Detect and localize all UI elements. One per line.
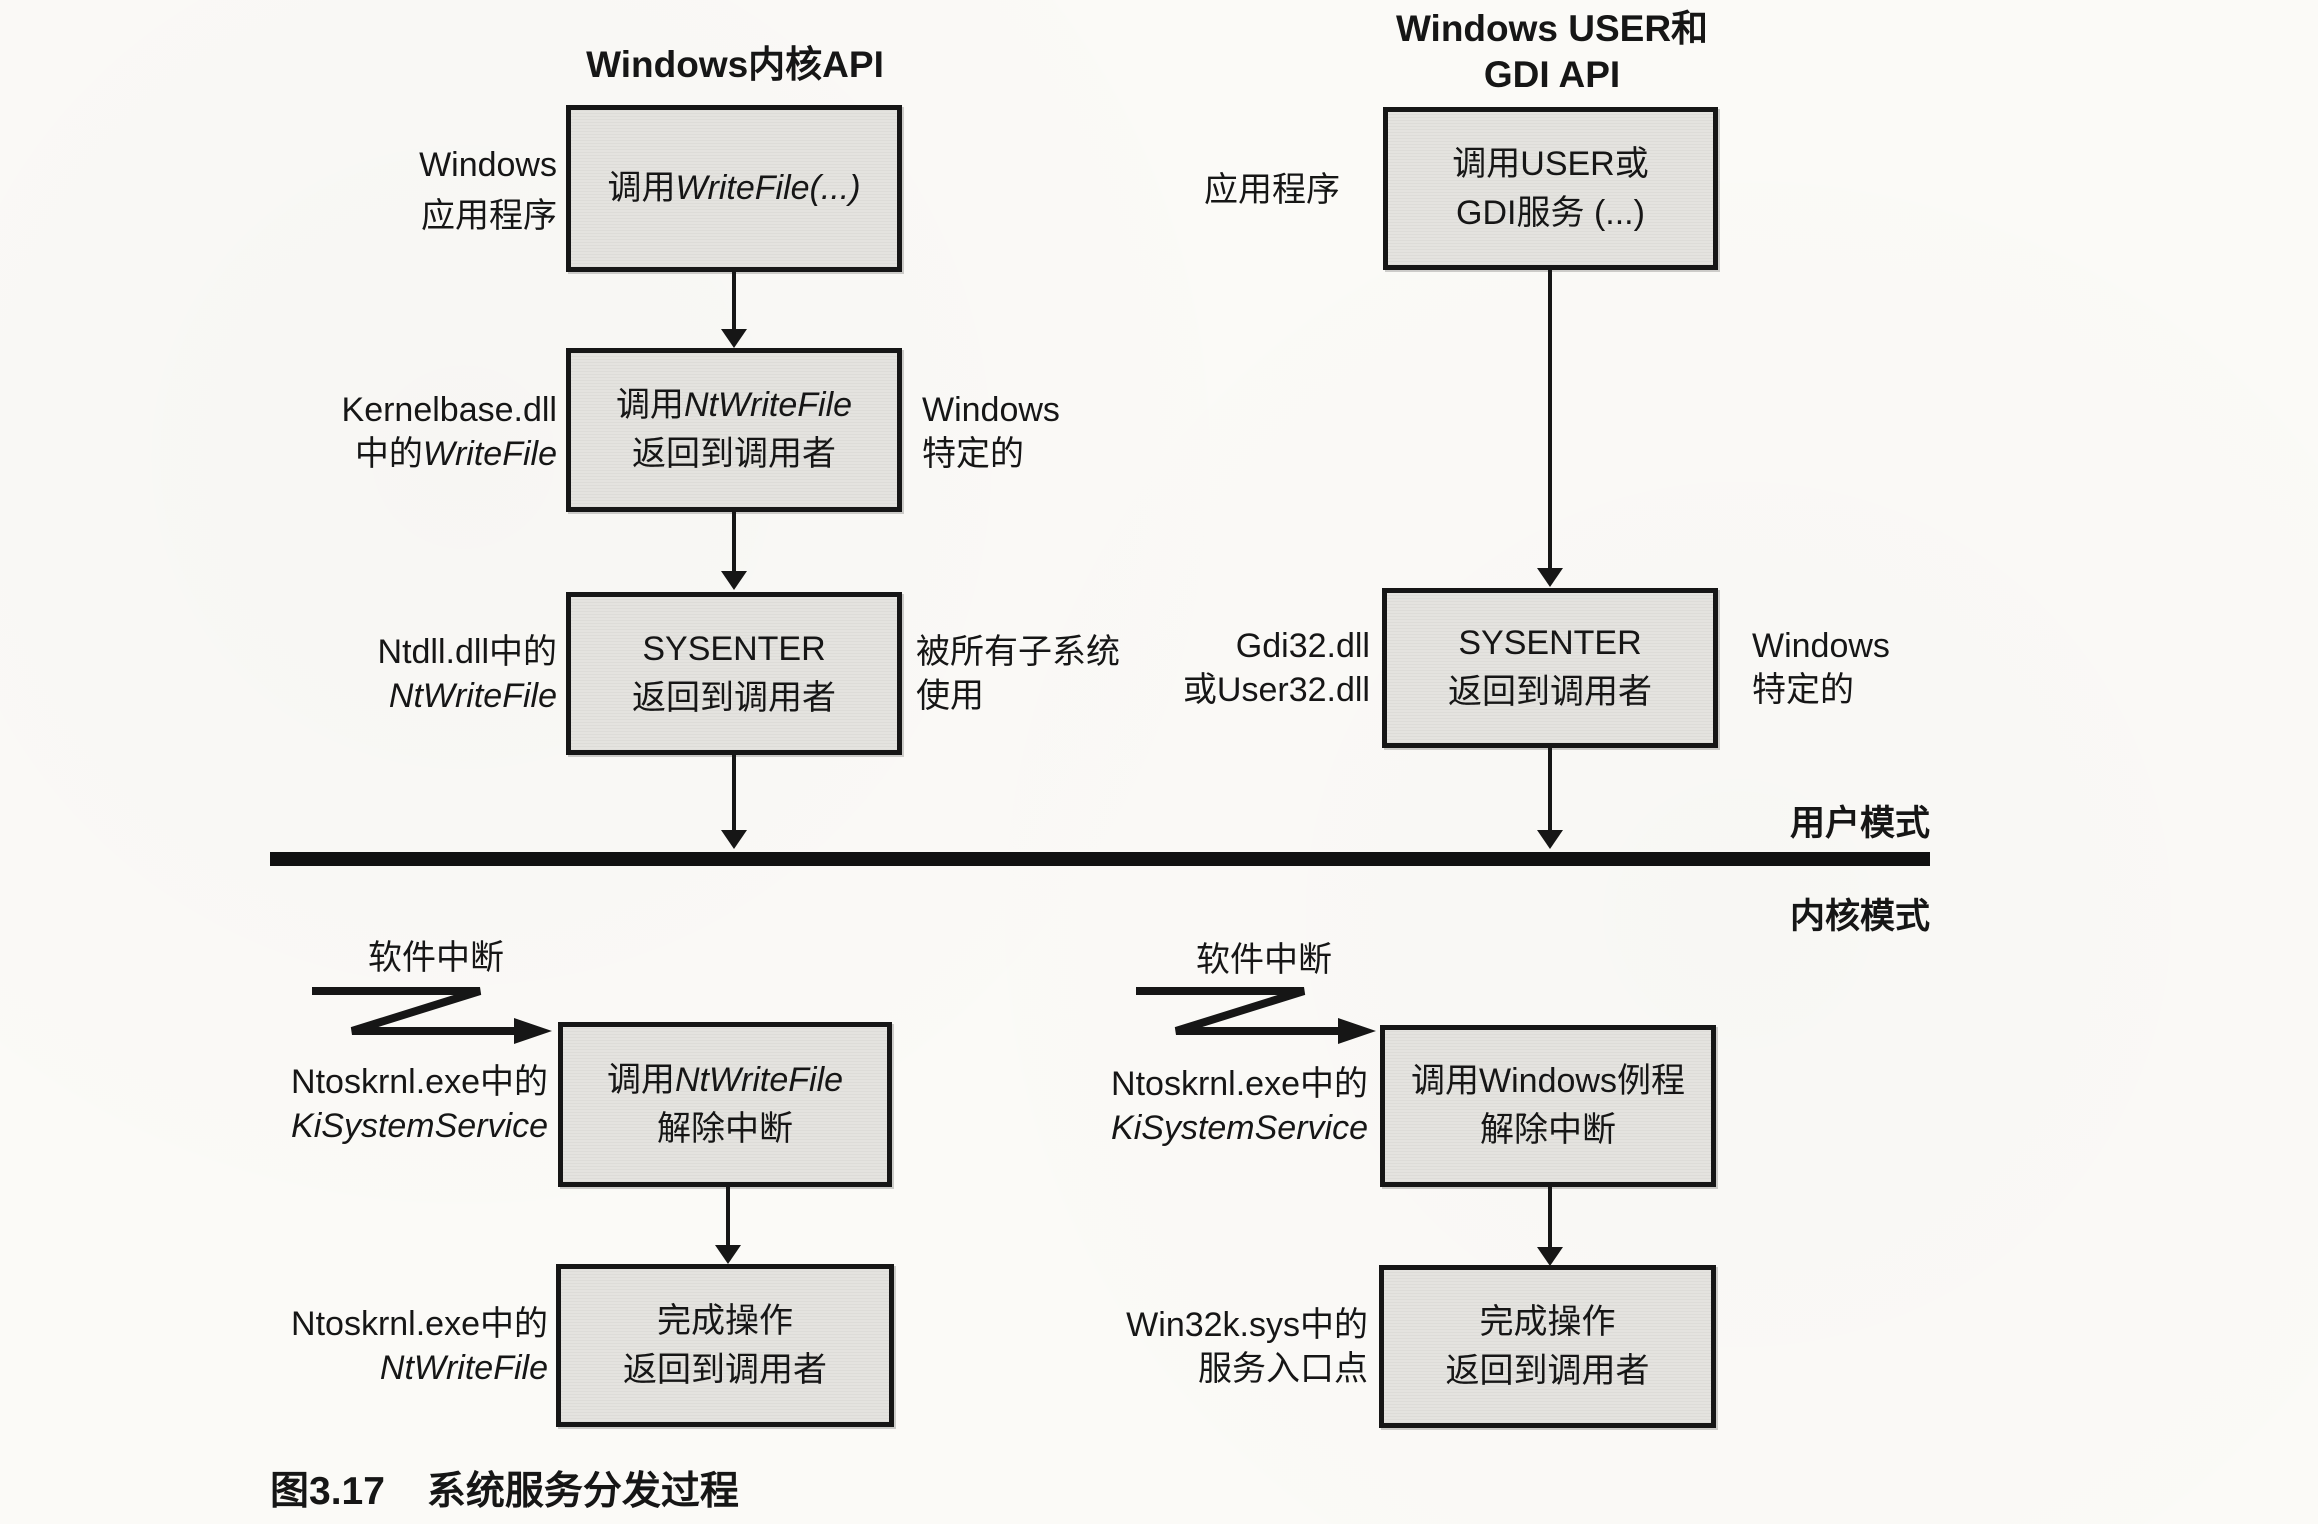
kernelbase-label-prefix: 中的 [354,435,423,473]
left-box-call-writefile-text: 调用WriteFile(...) [607,164,860,213]
kisystemservice-label-left-line2: KiSystemService [291,1107,548,1145]
left-app-label: Windows 应用程序 [419,140,557,242]
kernel-mode-label: 内核模式 [1789,897,1930,936]
left-box-sysenter: SYSENTER 返回到调用者 [566,592,902,755]
right-box-call-user-gdi-line2: GDI服务 (...) [1456,193,1645,232]
gdi32-user32-label-line2: 或User32.dll [1182,671,1370,709]
win32k-label-line1: Win32k.sys中的 [1126,1306,1368,1344]
arrow-right-2 [1548,748,1552,830]
win32k-label: Win32k.sys中的 服务入口点 [1126,1303,1368,1391]
all-subsystems-note-line1: 被所有子系统 [916,633,1120,671]
left-app-label-line2: 应用程序 [421,197,557,235]
right-box-dismiss-interrupt-line1: 调用Windows例程 [1411,1062,1685,1100]
kisystemservice-label-right-line2: KiSystemService [1111,1109,1368,1147]
right-box-sysenter-line2: 返回到调用者 [1448,673,1652,711]
figure-caption: 图3.17 系统服务分发过程 [270,1460,739,1516]
arrow-right-3 [1548,1187,1552,1247]
mode-divider-line [270,852,1930,866]
gdi32-user32-label: Gdi32.dll 或User32.dll [1183,624,1370,712]
windows-specific-note-right-line1: Windows [1752,627,1890,665]
arrow-right-1 [1548,270,1552,568]
left-box-complete-operation: 完成操作 返回到调用者 [556,1264,894,1427]
right-box-complete-operation: 完成操作 返回到调用者 [1379,1265,1716,1428]
call-prefix: 调用 [606,1060,675,1099]
ntoskrnl-ntwritefile-label: Ntoskrnl.exe中的 NtWriteFile [291,1302,548,1390]
arrow-left-2 [732,512,736,571]
ntdll-label: Ntdll.dll中的 NtWriteFile [378,630,557,718]
all-subsystems-note: 被所有子系统 使用 [916,630,1120,718]
kernelbase-label-line2: 中的WriteFile [342,432,557,476]
left-box-dismiss-interrupt: 调用NtWriteFile 解除中断 [558,1022,892,1187]
software-interrupt-label-right: 软件中断 [1196,941,1332,979]
left-box-sysenter-line2: 返回到调用者 [632,678,836,717]
right-box-complete-operation-line2: 返回到调用者 [1445,1351,1650,1390]
ntwritefile-call: NtWriteFile [674,1060,844,1099]
kernelbase-label-writefile: WriteFile [422,435,557,473]
right-box-dismiss-interrupt: 调用Windows例程 解除中断 [1380,1025,1716,1187]
arrow-left-4 [726,1187,730,1245]
software-interrupt-zigzag-left [312,987,552,1044]
left-box-call-writefile: 调用WriteFile(...) [566,105,902,272]
kisystemservice-label-left: Ntoskrnl.exe中的 KiSystemService [291,1060,548,1148]
right-column-title: Windows USER和 GDI API [1252,6,1852,98]
left-box-call-ntwritefile-line1: 调用NtWriteFile [616,381,852,430]
left-box-call-ntwritefile-line2: 返回到调用者 [632,435,836,473]
win32k-label-line2: 服务入口点 [1198,1350,1368,1388]
windows-specific-note-line1: Windows [922,391,1060,429]
figure-caption-number: 图3.17 [270,1470,385,1513]
right-box-dismiss-interrupt-line2: 解除中断 [1480,1111,1616,1149]
kisystemservice-label-left-line1: Ntoskrnl.exe中的 [291,1063,548,1101]
ntoskrnl-ntwritefile-label-line1: Ntoskrnl.exe中的 [291,1305,548,1343]
left-box-complete-operation-line2: 返回到调用者 [623,1350,827,1389]
kisystemservice-label-right-line1: Ntoskrnl.exe中的 [1111,1065,1368,1103]
right-box-call-user-gdi: 调用USER或 GDI服务 (...) [1383,107,1718,270]
kisystemservice-label-right: Ntoskrnl.exe中的 KiSystemService [1111,1062,1368,1150]
kernelbase-label-line1: Kernelbase.dll [341,391,557,429]
ntdll-label-line1: Ntdll.dll中的 [377,633,557,671]
windows-specific-note-right-line2: 特定的 [1752,671,1854,709]
software-interrupt-zigzag-right [1136,987,1376,1044]
left-column-title: Windows内核API [586,44,884,85]
windows-specific-note-right: Windows 特定的 [1752,624,1890,712]
call-prefix: 调用 [615,386,684,424]
right-box-call-user-gdi-line1: 调用USER或 [1452,144,1649,183]
call-prefix: 调用 [607,169,676,207]
arrow-left-3 [732,755,736,830]
right-app-label: 应用程序 [1204,171,1340,209]
left-box-dismiss-interrupt-line2: 解除中断 [657,1109,793,1148]
user-mode-label: 用户模式 [1789,804,1930,843]
windows-specific-note-line2: 特定的 [922,435,1024,473]
right-box-complete-operation-line1: 完成操作 [1479,1302,1616,1341]
left-box-complete-operation-line1: 完成操作 [657,1301,793,1340]
kernelbase-label: Kernelbase.dll 中的WriteFile [342,388,557,476]
right-column-title-line2: GDI API [1483,54,1621,95]
arrow-left-1 [732,272,736,329]
left-box-call-ntwritefile: 调用NtWriteFile 返回到调用者 [566,348,902,512]
ntdll-label-line2: NtWriteFile [388,677,557,715]
left-app-label-line1: Windows [419,146,557,184]
right-box-sysenter-line1: SYSENTER [1458,624,1642,662]
left-box-dismiss-interrupt-line1: 调用NtWriteFile [607,1056,843,1105]
windows-specific-note-left: Windows 特定的 [922,388,1060,476]
writefile-call: WriteFile(...) [675,169,861,207]
right-box-sysenter: SYSENTER 返回到调用者 [1382,588,1718,748]
figure-caption-text: 系统服务分发过程 [426,1470,739,1513]
left-box-sysenter-line1: SYSENTER [642,629,826,668]
all-subsystems-note-line2: 使用 [916,677,984,715]
right-column-title-line1: Windows USER和 [1395,8,1709,49]
ntwritefile-call: NtWriteFile [683,386,853,424]
software-interrupt-label-left: 软件中断 [368,939,504,977]
gdi32-user32-label-line1: Gdi32.dll [1235,627,1370,665]
ntoskrnl-ntwritefile-label-line2: NtWriteFile [379,1349,548,1387]
